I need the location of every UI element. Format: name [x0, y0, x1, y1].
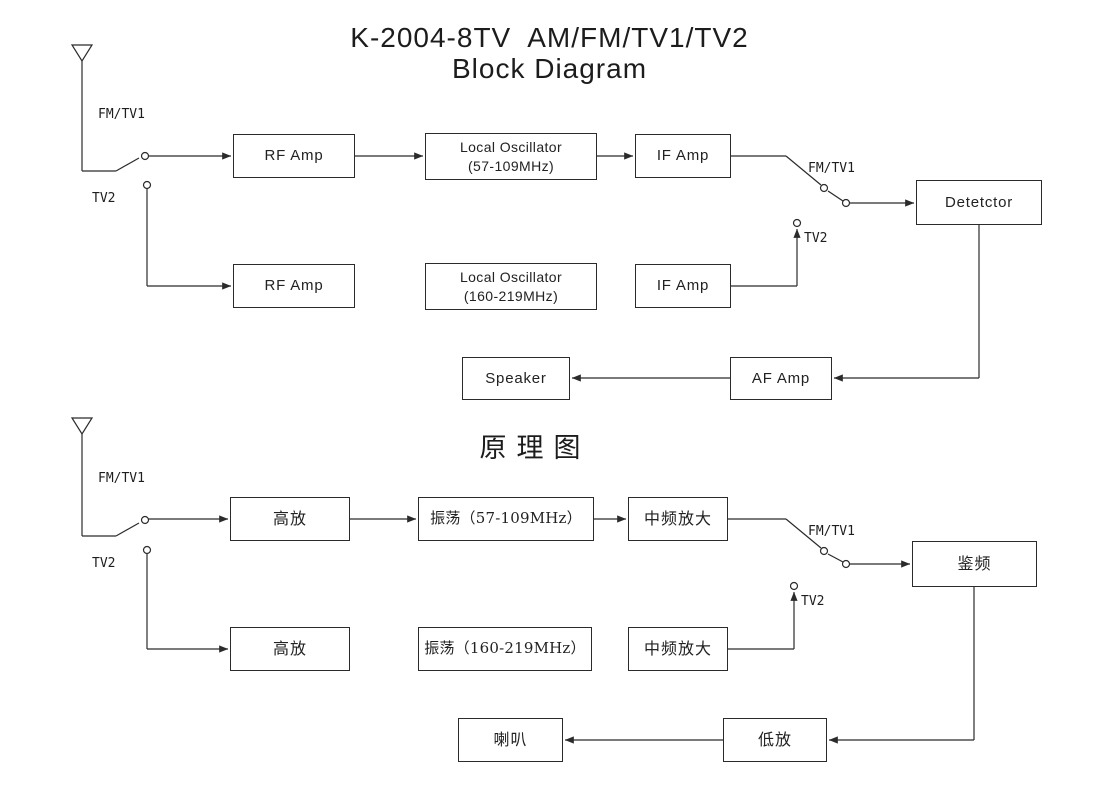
- block-local-osc-1-line2: (57-109MHz): [467, 157, 555, 174]
- block-if-amp-1: IF Amp: [635, 134, 731, 178]
- bottom-wire-ifamp2-to-tv2-contact: [728, 581, 799, 650]
- top-wire-ifamp1-to-switch: [731, 155, 822, 186]
- bottom-right-switch-label-fmtv1: FM/TV1: [808, 524, 855, 539]
- top-left-switch-label-tv2: TV2: [92, 191, 116, 206]
- top-wire-detector-to-afamp: [833, 225, 980, 382]
- top-right-switch-icon: [819, 183, 851, 208]
- top-left-switch-icon: [115, 151, 152, 190]
- block-rf-amp-1: RF Amp: [233, 134, 355, 178]
- page-title-line2: Block Diagram: [451, 53, 648, 84]
- block-local-osc-2-line1: Local Oscillator: [459, 269, 563, 286]
- top-right-switch-label-fmtv1: FM/TV1: [808, 161, 855, 176]
- block-detector: Detetctor: [916, 180, 1042, 225]
- bottom-antenna-icon: [70, 417, 116, 537]
- block-cn-af-amp: 低放: [723, 718, 827, 762]
- block-cn-rf-amp-2: 高放: [230, 627, 350, 671]
- bottom-right-switch-label-tv2: TV2: [801, 594, 825, 609]
- block-rf-amp-2: RF Amp: [233, 264, 355, 308]
- top-right-switch-label-tv2: TV2: [804, 231, 828, 246]
- block-cn-if-amp-1: 中频放大: [628, 497, 728, 541]
- top-wire-switch-to-rfamp2: [146, 188, 232, 290]
- block-cn-detector: 鉴频: [912, 541, 1037, 587]
- block-local-osc-2: Local Oscillator (160-219MHz): [425, 263, 597, 310]
- top-left-switch-label-fmtv1: FM/TV1: [98, 107, 145, 122]
- bottom-wire-ifamp1-to-switch: [728, 518, 822, 549]
- top-wire-ifamp2-to-tv2-contact: [731, 218, 802, 287]
- block-if-amp-2: IF Amp: [635, 264, 731, 308]
- top-antenna-icon: [70, 44, 116, 172]
- page-title-line1: K-2004-8TV AM/FM/TV1/TV2: [350, 22, 749, 53]
- block-local-osc-2-line2: (160-219MHz): [463, 287, 559, 304]
- bottom-right-switch-icon: [819, 546, 851, 569]
- bottom-left-switch-label-fmtv1: FM/TV1: [98, 471, 145, 486]
- block-cn-if-amp-2: 中频放大: [628, 627, 728, 671]
- block-cn-speaker: 喇叭: [458, 718, 563, 762]
- block-local-osc-1: Local Oscillator (57-109MHz): [425, 133, 597, 180]
- bottom-left-switch-label-tv2: TV2: [92, 556, 116, 571]
- block-af-amp: AF Amp: [730, 357, 832, 400]
- bottom-title: 原理图: [479, 433, 591, 464]
- bottom-wire-detector-to-afamp: [828, 587, 975, 744]
- bottom-wire-switch-to-rfamp2: [146, 553, 229, 653]
- block-speaker: Speaker: [462, 357, 570, 400]
- block-local-osc-1-line1: Local Oscillator: [459, 139, 563, 156]
- block-cn-local-osc-2: 振荡（160-219MHz）: [418, 627, 592, 671]
- block-cn-local-osc-1: 振荡（57-109MHz）: [418, 497, 594, 541]
- bottom-left-switch-icon: [115, 515, 152, 555]
- block-cn-rf-amp-1: 高放: [230, 497, 350, 541]
